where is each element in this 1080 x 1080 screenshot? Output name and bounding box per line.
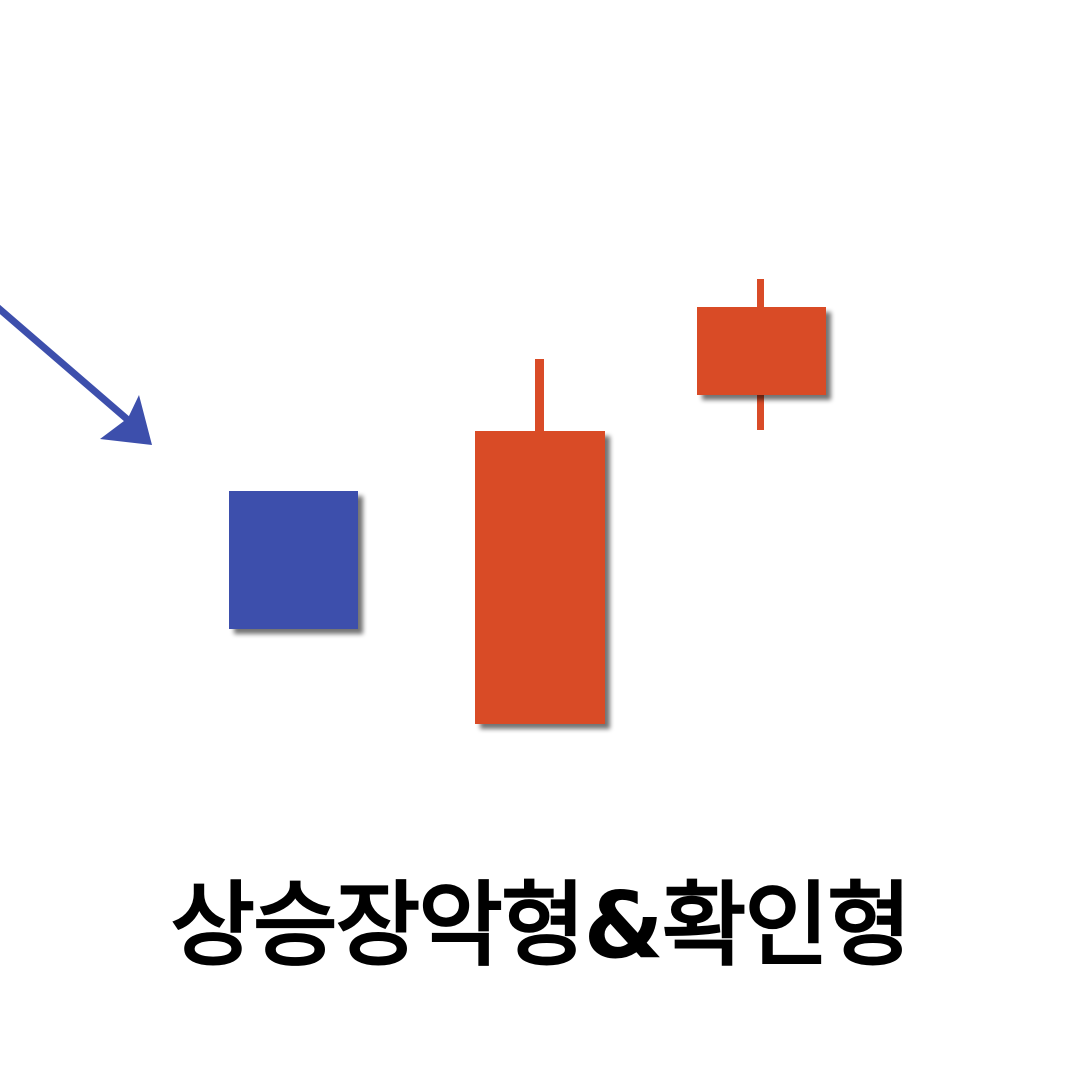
arrow-head [100,395,152,445]
candle-3-body [697,307,826,395]
caption-title: 상승장악형&확인형 [170,872,911,979]
candle-2-bullish [475,359,605,724]
candle-3-upper-wick [757,279,764,309]
candle-2-body [475,431,605,724]
candle-3-lower-wick [757,392,764,430]
candle-2-upper-wick [535,359,544,433]
candle-1-bearish [229,491,358,629]
candle-1-body [229,491,358,629]
arrow-shaft [0,304,131,423]
downtrend-arrow-icon [0,304,152,445]
candle-3-bullish [697,279,826,430]
